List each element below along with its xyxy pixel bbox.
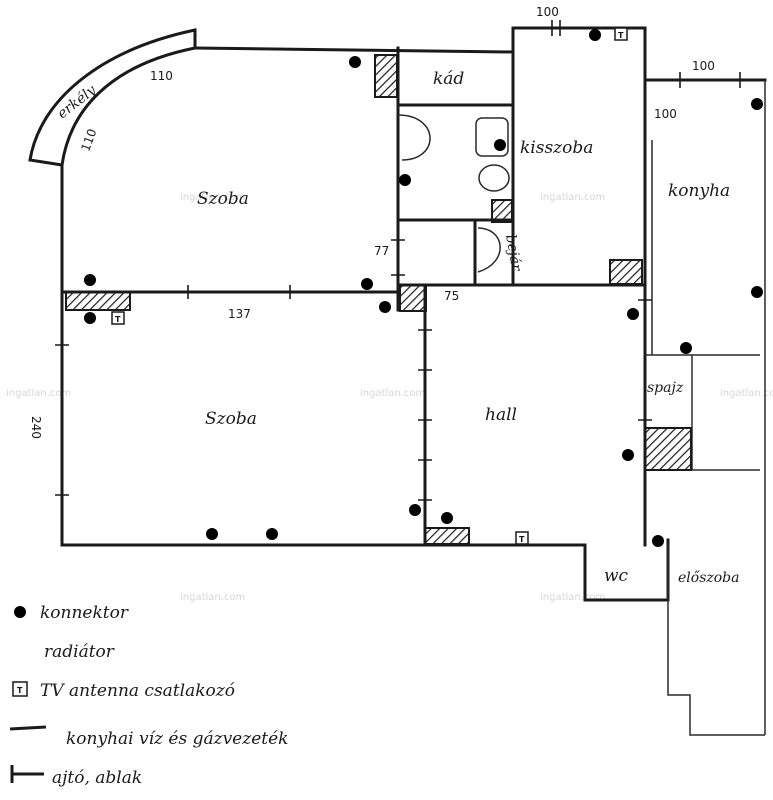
legend-item-connector: konnektor bbox=[14, 603, 129, 623]
room-label-wc: wc bbox=[604, 566, 629, 586]
watermark-5: ingatlan.com bbox=[720, 388, 773, 399]
room-label-erkely: erkély bbox=[55, 82, 100, 122]
room-label-konyha: konyha bbox=[668, 181, 730, 201]
dim-bath-door: 77 bbox=[374, 244, 389, 258]
legend: konnektor radiátor T TV antenna csatlako… bbox=[9, 603, 288, 788]
room-label-szoba-bottom: Szoba bbox=[205, 409, 257, 429]
door-window-ticks bbox=[55, 20, 741, 501]
legend-item-tv: T TV antenna csatlakozó bbox=[12, 681, 235, 701]
watermark-2: ingatlan.com bbox=[540, 192, 605, 203]
radiator-icon bbox=[10, 647, 38, 655]
door-window-icon bbox=[10, 765, 44, 783]
svg-text:radiátor: radiátor bbox=[44, 642, 115, 662]
svg-text:T: T bbox=[519, 535, 525, 544]
radiators bbox=[62, 32, 714, 546]
watermark-1: ingatlan.com bbox=[180, 192, 245, 203]
legend-item-radiator: radiátor bbox=[10, 642, 115, 662]
dim-szoba-window: 240 bbox=[29, 416, 43, 439]
svg-text:TV antenna csatlakozó: TV antenna csatlakozó bbox=[40, 681, 235, 701]
bath-fixtures bbox=[397, 114, 510, 273]
pipe-line-icon bbox=[9, 725, 47, 731]
room-label-hall: hall bbox=[485, 405, 517, 425]
dim-erkely-side: 110 bbox=[78, 127, 99, 153]
svg-text:T: T bbox=[618, 31, 624, 40]
dimension-labels: 110 110 100 100 100 77 75 137 240 bbox=[29, 5, 715, 439]
dim-konyha-window-side: 100 bbox=[654, 107, 677, 121]
watermark-3: ingatlan.com bbox=[6, 388, 71, 399]
svg-text:konyhai víz és gázvezeték: konyhai víz és gázvezeték bbox=[66, 729, 288, 749]
watermark-4: ingatlan.com bbox=[360, 388, 425, 399]
watermarks: ingatlan.com ingatlan.com ingatlan.com i… bbox=[6, 192, 773, 603]
svg-text:T: T bbox=[115, 315, 121, 324]
room-label-spajz: spajz bbox=[647, 380, 684, 396]
legend-item-pipe: konyhai víz és gázvezeték bbox=[9, 725, 288, 749]
room-label-eloszoba: előszoba bbox=[678, 570, 740, 586]
legend-item-door: ajtó, ablak bbox=[10, 765, 142, 788]
dim-erkely-top: 110 bbox=[150, 69, 173, 83]
dim-konyha-window-top: 100 bbox=[692, 59, 715, 73]
dim-szoba-door: 137 bbox=[228, 307, 251, 321]
room-label-szoba-top: Szoba bbox=[197, 189, 249, 209]
tv-socket-icon: T bbox=[12, 681, 28, 697]
tv-sockets: T T T bbox=[111, 27, 628, 545]
svg-text:T: T bbox=[17, 686, 23, 695]
room-label-kad: kád bbox=[433, 69, 464, 89]
svg-text:konnektor: konnektor bbox=[40, 603, 129, 623]
svg-text:ajtó, ablak: ajtó, ablak bbox=[52, 768, 142, 788]
dim-kisszoba-window: 100 bbox=[536, 5, 559, 19]
watermark-7: ingatlan.com bbox=[540, 592, 605, 603]
dim-hall-door: 75 bbox=[444, 289, 459, 303]
room-label-kisszoba: kisszoba bbox=[520, 138, 593, 158]
room-label-bejaro: bejár. bbox=[502, 233, 525, 275]
room-labels: erkély Szoba kád kisszoba konyha Szoba h… bbox=[55, 69, 740, 586]
connector-icon bbox=[14, 606, 26, 618]
watermark-6: ingatlan.com bbox=[180, 592, 245, 603]
chimney-blocks bbox=[65, 54, 692, 545]
